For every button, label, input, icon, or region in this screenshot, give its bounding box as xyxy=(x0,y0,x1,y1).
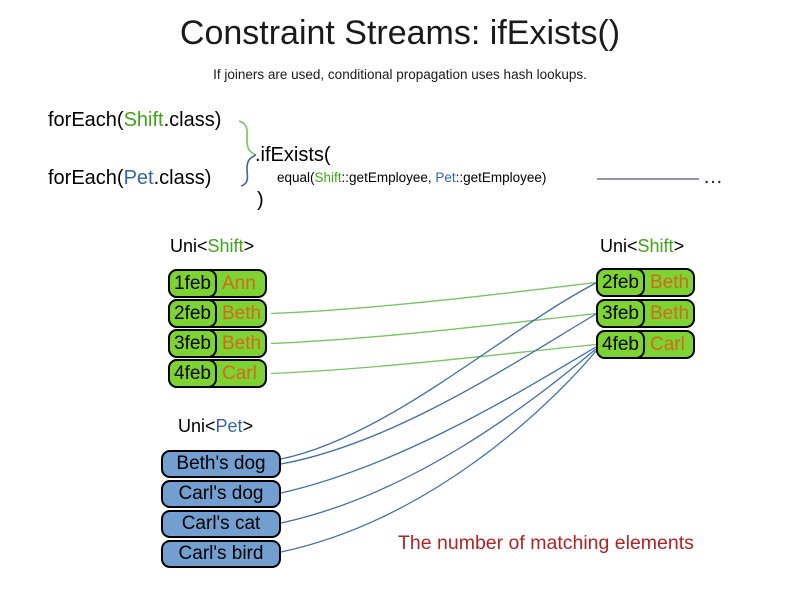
pet-class-token: Pet xyxy=(435,170,456,185)
code-text: forEach( xyxy=(48,167,124,189)
slide-title: Constraint Streams: ifExists() xyxy=(179,14,621,52)
right-shift-table-label: Uni<Shift> xyxy=(600,236,684,257)
shift-employee: Beth xyxy=(222,302,262,324)
match-line-beths-dog-2feb xyxy=(280,282,597,460)
label-text: > xyxy=(673,236,685,256)
pet-row: Beth's dog xyxy=(161,450,281,478)
code-text: .class) xyxy=(153,167,212,189)
left-shift-table-label: Uni<Shift> xyxy=(170,236,254,257)
slide-subtitle: If joiners are used, conditional propaga… xyxy=(213,67,587,82)
shift-date: 3feb xyxy=(596,299,645,328)
shift-class-token: Shift xyxy=(123,109,164,131)
pet-class-token: Pet xyxy=(215,416,243,436)
continuation-ellipsis: … xyxy=(703,166,723,188)
pet-table: Beth's dog Carl's dog Carl's cat Carl's … xyxy=(161,450,281,570)
label-text: > xyxy=(243,236,255,256)
influence-note: The number of matching elements in the s… xyxy=(398,486,732,600)
match-line-carls-dog-4feb xyxy=(280,346,597,494)
code-foreach-shift: forEach(Shift.class) xyxy=(48,109,221,132)
brace-top-green-icon xyxy=(238,120,257,156)
shift-class-token: Shift xyxy=(207,236,244,256)
shift-date: 4feb xyxy=(168,359,217,388)
shift-date: 2feb xyxy=(168,299,217,328)
code-close-paren: ) xyxy=(257,189,264,211)
code-equal-joiner: equal(Shift::getEmployee, Pet::getEmploy… xyxy=(277,170,546,185)
code-foreach-pet: forEach(Pet.class) xyxy=(48,167,211,190)
label-text: Uni< xyxy=(178,416,216,436)
influence-note-line1: The number of matching elements xyxy=(398,532,694,554)
label-text: Uni< xyxy=(170,236,208,256)
match-line-beths-dog-3feb xyxy=(280,313,597,465)
pet-table-label: Uni<Pet> xyxy=(178,416,253,437)
code-text: forEach( xyxy=(48,109,124,131)
shift-date: 3feb xyxy=(168,329,217,358)
match-line-4feb xyxy=(270,343,597,375)
shift-employee: Beth xyxy=(650,271,690,293)
shift-date: 2feb xyxy=(596,268,645,297)
pet-row: Carl's bird xyxy=(161,540,281,568)
shift-employee: Beth xyxy=(650,302,690,324)
pet-row: Carl's cat xyxy=(161,510,281,538)
code-ifexists: .ifExists( xyxy=(255,144,331,166)
brace-bottom-blue-icon xyxy=(240,154,257,187)
shift-employee: Ann xyxy=(222,272,256,294)
shift-date: 4feb xyxy=(596,330,645,359)
label-text: > xyxy=(242,416,254,436)
pet-class-token: Pet xyxy=(123,167,154,189)
match-line-3feb xyxy=(270,312,597,345)
shift-class-token: Shift xyxy=(314,170,342,185)
code-text: equal( xyxy=(277,170,315,185)
shift-employee: Beth xyxy=(222,332,262,354)
shift-employee: Carl xyxy=(650,333,685,355)
match-line-2feb xyxy=(270,281,597,315)
shift-employee: Carl xyxy=(222,362,257,384)
shift-date: 1feb xyxy=(168,269,217,298)
pet-row: Carl's dog xyxy=(161,480,281,508)
shift-class-token: Shift xyxy=(637,236,674,256)
label-text: Uni< xyxy=(600,236,638,256)
code-text: ::getEmployee, xyxy=(341,170,436,185)
code-text: .class) xyxy=(163,109,222,131)
code-text: ::getEmployee) xyxy=(455,170,547,185)
